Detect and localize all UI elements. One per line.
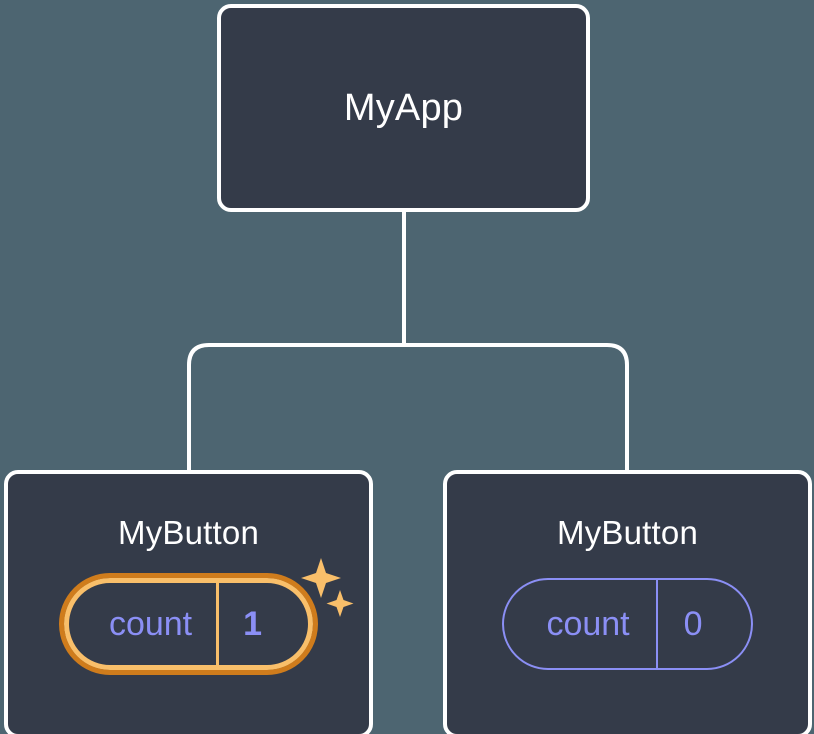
state-pill-wrap-right: count 0 <box>502 578 753 670</box>
tree-node-child-left[interactable]: MyButton count 1 <box>4 470 373 734</box>
state-value-right: 0 <box>655 580 751 668</box>
state-pill-wrap-left: count 1 <box>58 558 354 675</box>
sparkle-small-icon <box>326 590 354 617</box>
state-pill-plain[interactable]: count 0 <box>502 578 753 670</box>
node-title-mybutton-right: MyButton <box>557 514 698 551</box>
node-title-mybutton-left: MyButton <box>118 514 259 551</box>
state-key-label-left: count <box>108 605 193 643</box>
node-title-myapp: MyApp <box>343 87 464 129</box>
state-key-label-right: count <box>546 605 630 643</box>
state-pill-highlighted[interactable]: count 1 <box>58 573 319 675</box>
connector-child-bus <box>187 343 629 470</box>
state-value-left: 1 <box>216 583 308 665</box>
sparkle-large-icon <box>301 558 342 598</box>
tree-node-child-right[interactable]: MyButton count 0 <box>443 470 812 734</box>
tree-node-root[interactable]: MyApp <box>217 4 590 212</box>
